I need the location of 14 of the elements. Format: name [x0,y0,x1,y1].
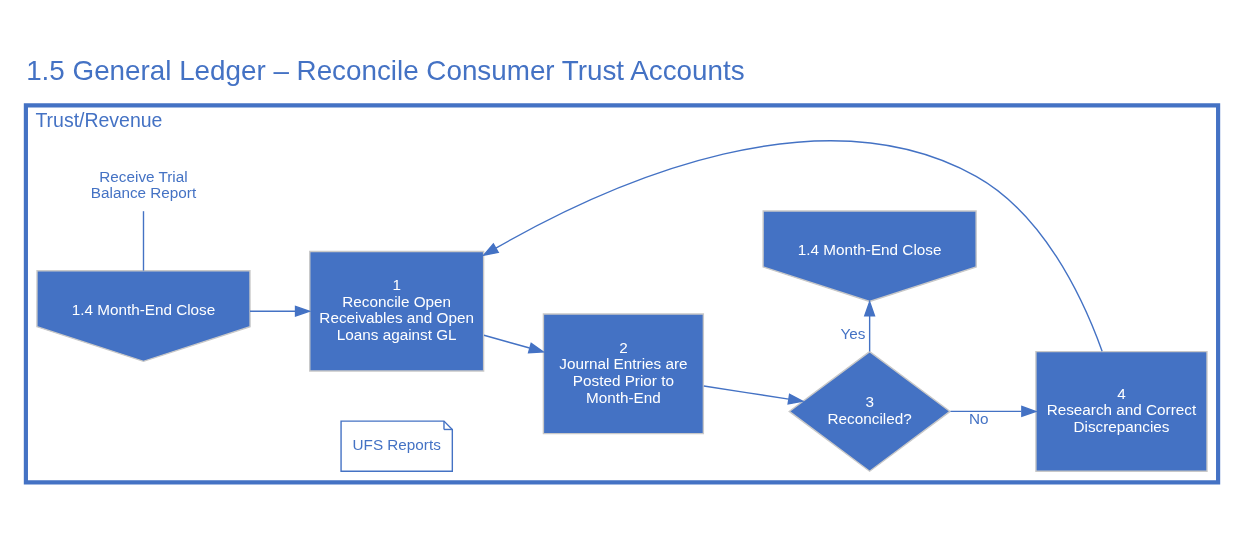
edge-label: Yes [840,324,866,342]
arrow [703,384,805,405]
diagram-title: 1.5 General Ledger – Reconcile Consumer Trust Accounts [26,54,745,86]
arrow [863,299,876,352]
node-box: 2 Journal Entries are Posted Prior to Month-End [542,312,705,434]
arrow [949,405,1038,417]
arrow [481,140,1103,352]
arrow [483,334,546,354]
edge-label: No [969,409,989,427]
arrow [249,304,312,317]
node-text: Receive Trial Balance Report [90,167,197,201]
connector [142,210,145,271]
node-box: 4 Research and Correct Discrepancies [1035,350,1208,472]
node-box: 1 Reconcile Open Receivables and Open Loans against GL [309,250,485,372]
